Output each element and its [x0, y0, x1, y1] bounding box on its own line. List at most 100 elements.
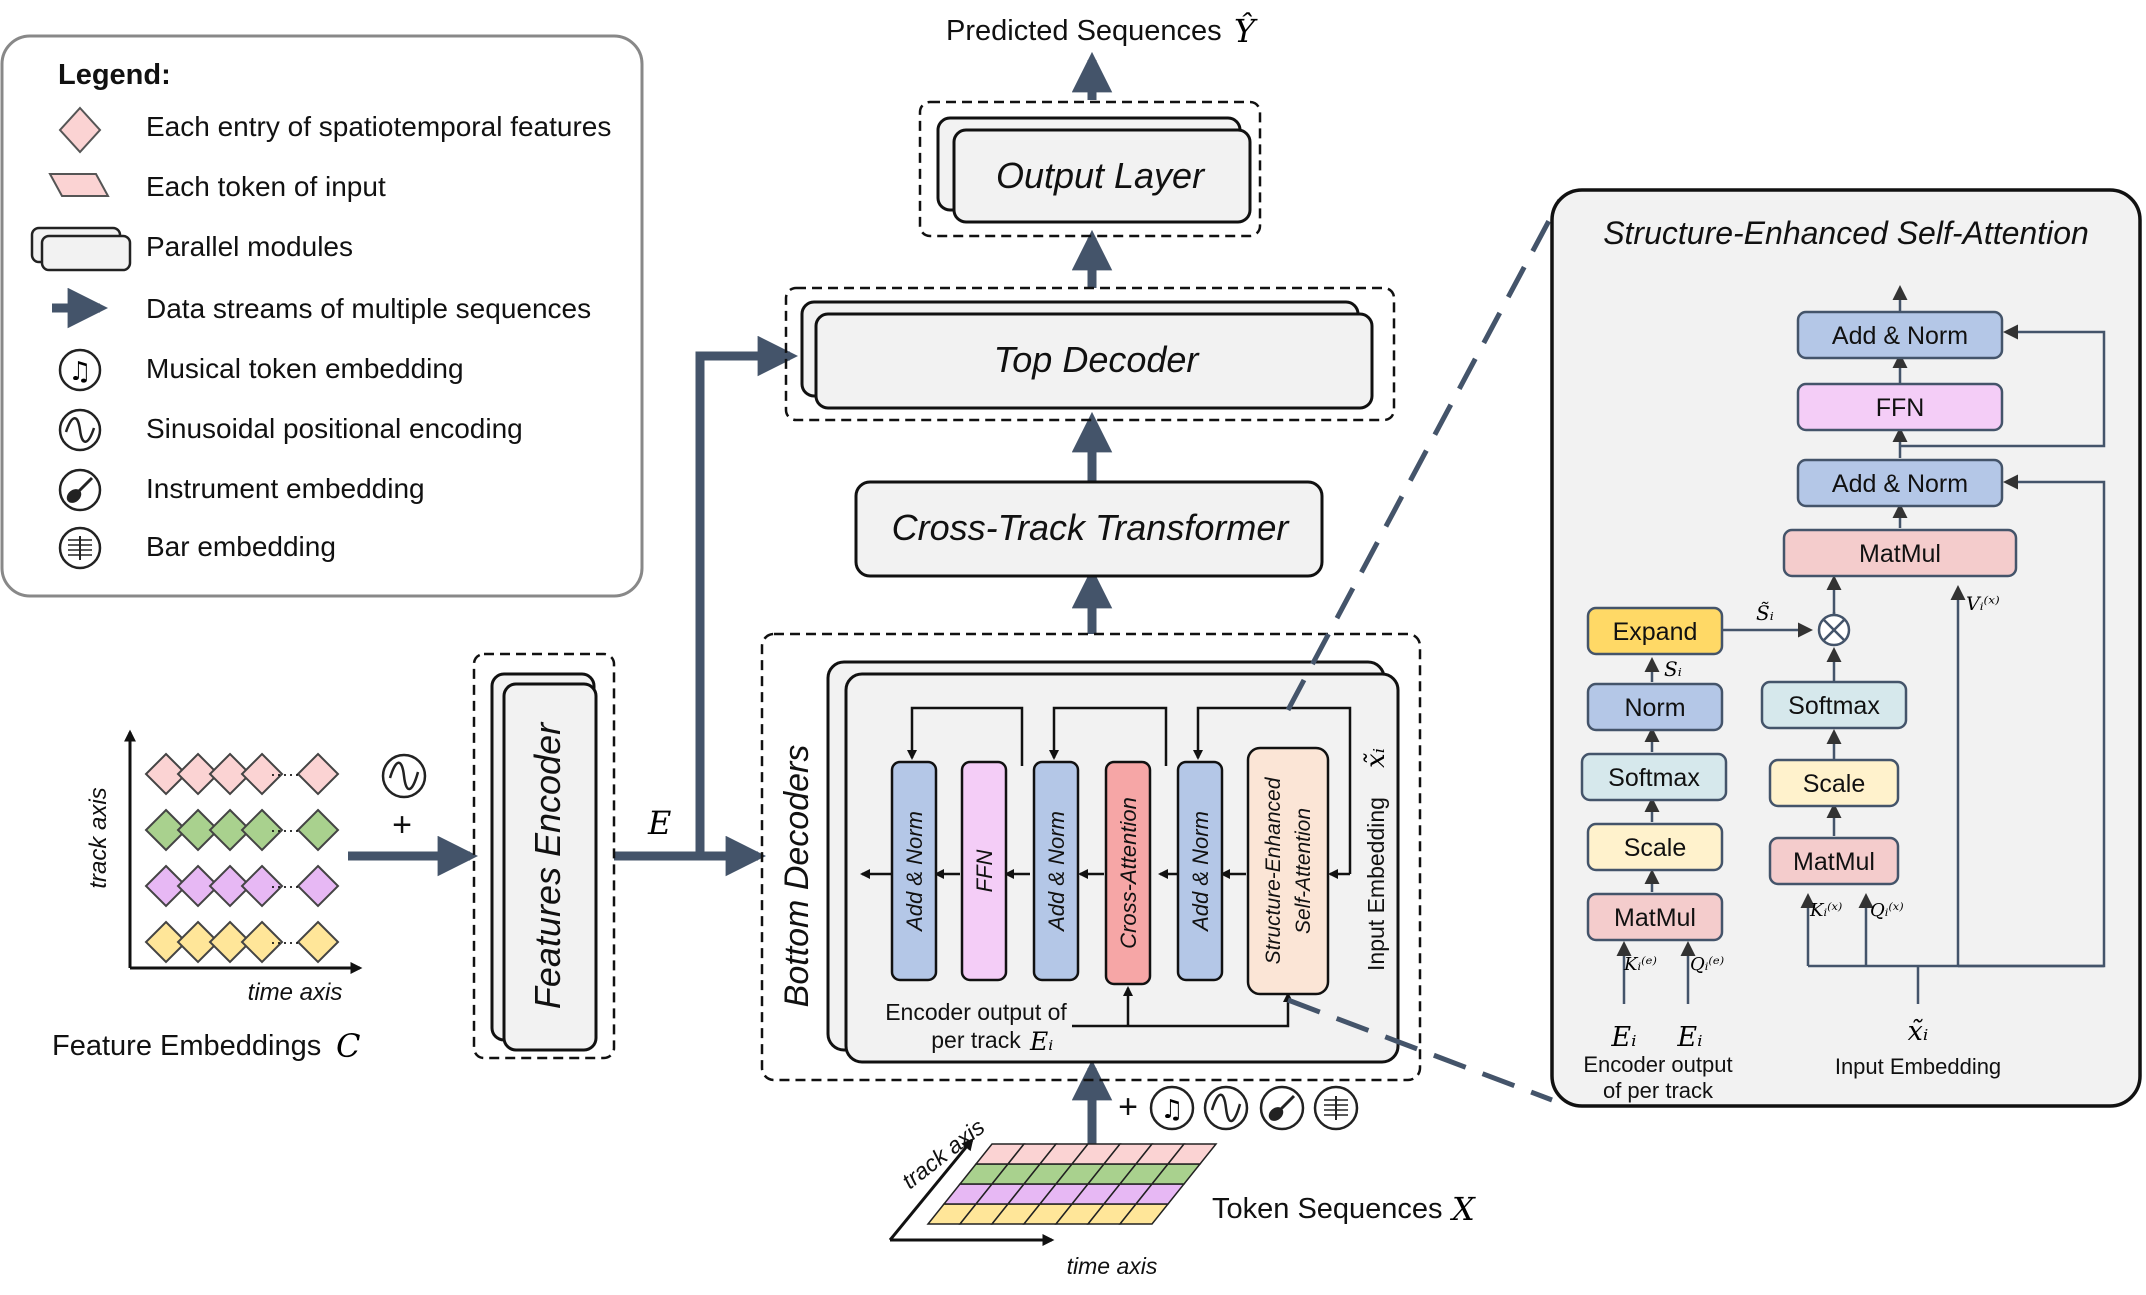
svg-text:Add & Norm: Add & Norm — [1832, 322, 1968, 350]
add-norm-block — [1032, 760, 1080, 982]
cross-attention-block — [1104, 760, 1152, 986]
legend-item-label: Instrument embedding — [146, 473, 425, 504]
sine-wave-icon — [58, 408, 102, 452]
svg-text:Norm: Norm — [1624, 694, 1685, 722]
plus-sign: + — [392, 806, 412, 844]
scale-block — [1768, 758, 1900, 808]
scale-block — [1586, 822, 1724, 872]
encoder-output-label: Encoder output of — [885, 999, 1067, 1025]
feature-entry — [176, 864, 220, 908]
music-note-icon: ♫ — [58, 348, 102, 392]
add-norm-block — [1796, 310, 2004, 360]
token-sequences-caption: Token Sequences — [1212, 1193, 1443, 1225]
ellipsis: ····· — [270, 876, 300, 896]
softmax-block — [1760, 680, 1908, 730]
plus-sign: + — [1118, 1088, 1138, 1126]
k-e-label: Kᵢ⁽ᵉ⁾ — [1623, 954, 1657, 975]
s-tilde-label: S̃ᵢ — [1756, 601, 1774, 625]
svg-text:FFN: FFN — [1876, 394, 1925, 422]
zoom-connector — [1285, 198, 1563, 712]
svg-text:♫: ♫ — [68, 357, 91, 387]
e-symbol: Eᵢ — [1610, 1022, 1636, 1053]
encoder-output-label: per track — [931, 1027, 1021, 1053]
feature-entry — [144, 864, 188, 908]
svg-text:Cross-Attention: Cross-Attention — [1116, 797, 1141, 949]
predicted-symbol: Ŷ — [1234, 12, 1258, 50]
feature-embeddings: track axis time axis ···················… — [52, 729, 427, 1065]
output-layer: Output Layer — [918, 100, 1262, 238]
legend-item-label: Musical token embedding — [146, 353, 464, 384]
legend: Legend: Each entry of spatiotemporal fea… — [0, 34, 644, 598]
token-sequences: track axis time axis Token Sequences X +… — [888, 1085, 1476, 1279]
music-note-icon: ♫ — [1149, 1085, 1195, 1131]
attention-detail-panel: Structure-Enhanced Self-Attention — [1550, 188, 2142, 1108]
svg-text:Expand: Expand — [1613, 618, 1698, 646]
ellipsis: ····· — [270, 764, 300, 784]
diamond-icon — [58, 106, 102, 154]
k-x-label: Kᵢ⁽ˣ⁾ — [1809, 900, 1842, 921]
feature-entry — [176, 920, 220, 964]
feature-entry — [176, 752, 220, 796]
legend-item-label: Sinusoidal positional encoding — [146, 413, 523, 444]
stacked-box-icon — [30, 226, 132, 272]
cross-track-transformer: Cross-Track Transformer — [854, 480, 1324, 578]
legend-item-label: Bar embedding — [146, 531, 336, 562]
guitar-icon — [58, 468, 102, 512]
sine-wave-icon — [381, 753, 427, 799]
svg-text:MatMul: MatMul — [1859, 540, 1941, 568]
svg-text:♫: ♫ — [1160, 1095, 1183, 1125]
feature-entry — [240, 864, 284, 908]
legend-item-label: Parallel modules — [146, 231, 353, 262]
guitar-icon — [1259, 1085, 1305, 1131]
bottom-decoders: Bottom Decoders Add & Norm FFN Add & Nor… — [760, 632, 1422, 1082]
input-embedding-label: Input Embedding — [1363, 797, 1389, 971]
feature-entry — [208, 864, 252, 908]
add-norm-block — [1176, 760, 1224, 982]
feature-entry — [208, 920, 252, 964]
feature-entry — [296, 864, 340, 908]
token-sequences-symbol: X — [1449, 1190, 1476, 1228]
x-tilde-label: x̃ᵢ — [1361, 748, 1391, 768]
cross-track-label: Cross-Track Transformer — [892, 507, 1291, 548]
feature-entry — [296, 752, 340, 796]
track-axis-arrow — [888, 1138, 974, 1241]
v-label: Vᵢ⁽ˣ⁾ — [1966, 593, 2000, 615]
top-decoder: Top Decoder — [784, 286, 1396, 422]
encoder-output-label: Encoder output — [1583, 1052, 1732, 1077]
top-decoder-label: Top Decoder — [994, 339, 1201, 380]
matmul-block — [1768, 836, 1900, 886]
attention-panel-title: Structure-Enhanced Self-Attention — [1603, 215, 2089, 251]
svg-text:Add & Norm: Add & Norm — [902, 811, 927, 933]
legend-frame — [0, 34, 644, 598]
time-axis-label: time axis — [1067, 1253, 1158, 1279]
svg-text:Scale: Scale — [1803, 770, 1866, 798]
feature-entry — [176, 808, 220, 852]
softmax-block — [1580, 752, 1728, 802]
matmul-block — [1782, 528, 2018, 578]
svg-text:Add & Norm: Add & Norm — [1832, 470, 1968, 498]
zoom-connector — [1287, 997, 1553, 1103]
svg-text:MatMul: MatMul — [1614, 904, 1696, 932]
feature-entry — [296, 808, 340, 852]
q-e-label: Qᵢ⁽ᵉ⁾ — [1690, 954, 1724, 975]
feature-entry — [296, 920, 340, 964]
structure-enhanced-self-attention-block — [1246, 746, 1330, 996]
features-encoder: Features Encoder — [472, 652, 616, 1060]
norm-block — [1586, 682, 1724, 732]
q-x-label: Qᵢ⁽ˣ⁾ — [1870, 900, 1904, 921]
input-embedding-label: Input Embedding — [1835, 1054, 2001, 1079]
feature-entry — [208, 752, 252, 796]
legend-item-label: Each entry of spatiotemporal features — [146, 111, 611, 142]
add-norm-block — [1796, 458, 2004, 508]
encoder-output-symbol: Eᵢ — [1029, 1027, 1053, 1056]
bar-lines-icon — [58, 526, 102, 570]
encoder-output-label: of per track — [1603, 1078, 1714, 1103]
e-symbol: Eᵢ — [1676, 1022, 1702, 1053]
matmul-block — [1586, 892, 1724, 942]
feature-entry — [144, 920, 188, 964]
feature-embeddings-symbol: C — [336, 1027, 360, 1065]
e-label: E — [647, 804, 671, 842]
feature-entry — [208, 808, 252, 852]
x-tilde-symbol: x̃ᵢ — [1908, 1016, 1929, 1047]
